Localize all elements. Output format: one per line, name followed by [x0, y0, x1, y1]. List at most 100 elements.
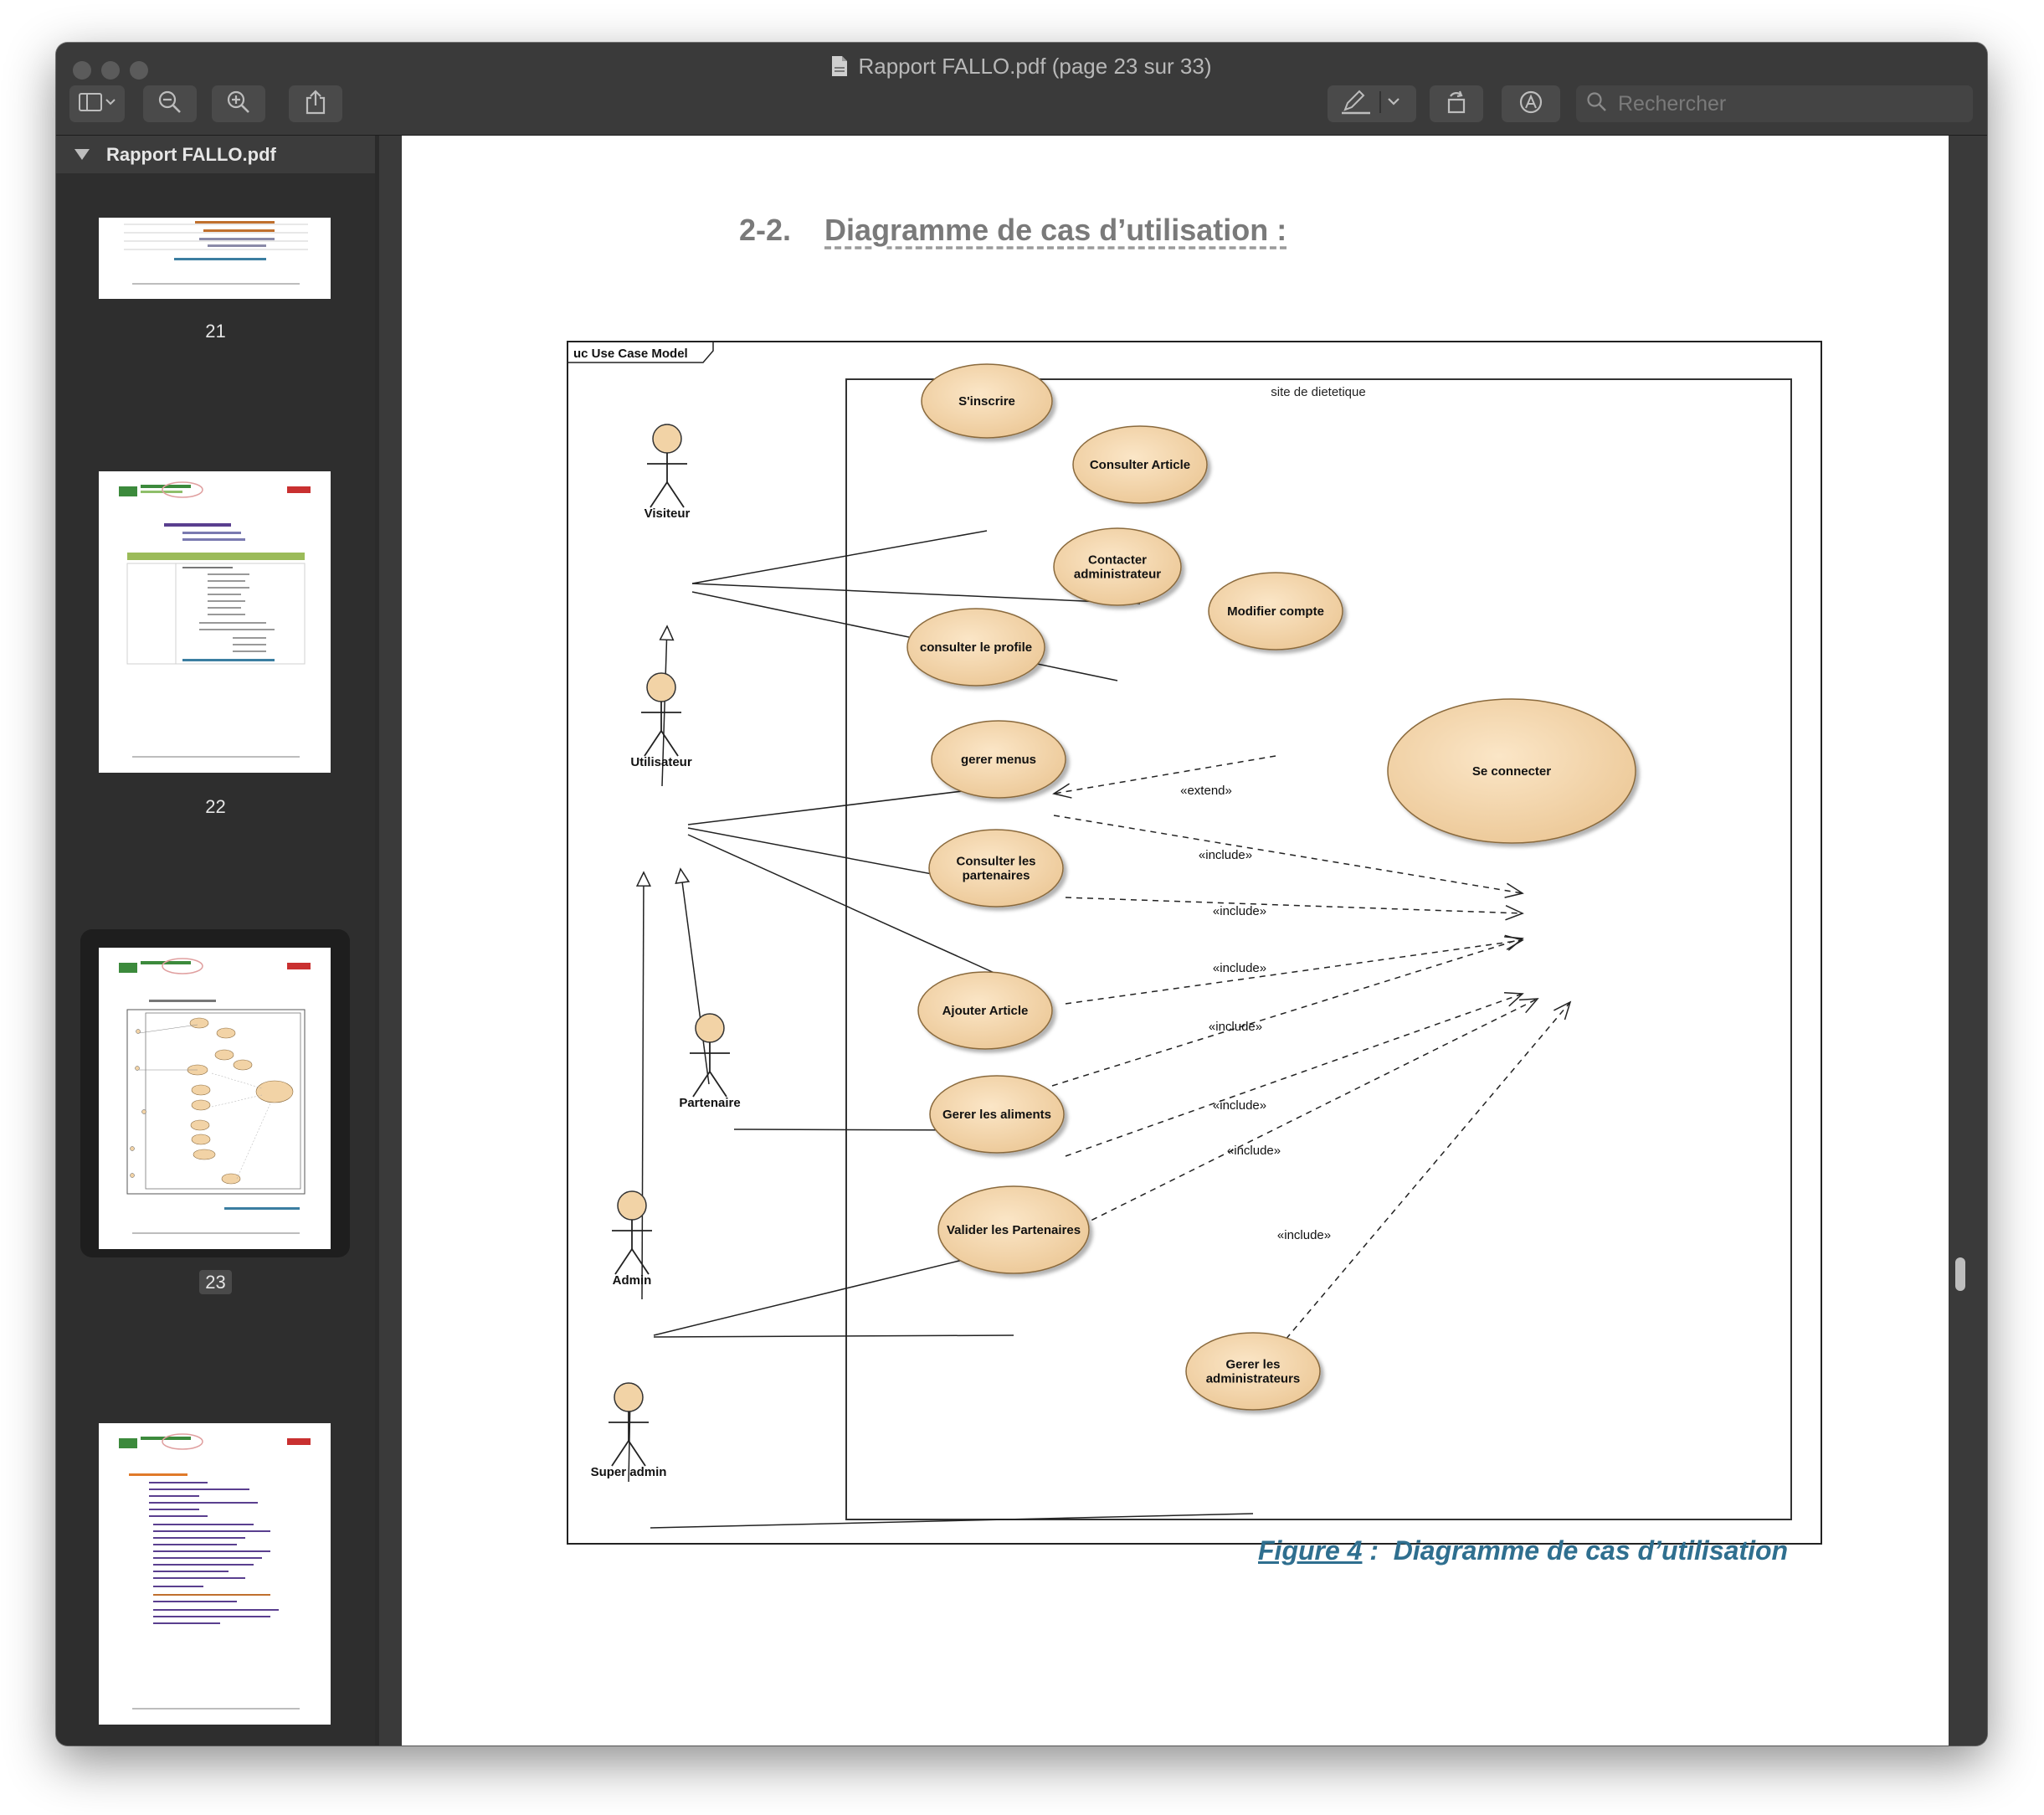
uml-frame-border	[567, 341, 1822, 1545]
actor-partenaire: Partenaire	[679, 1013, 741, 1110]
include-line	[1065, 939, 1523, 1005]
use-case-valider-partenaires: Valider les Partenaires	[937, 1185, 1090, 1274]
association-line	[653, 1334, 1014, 1338]
actor-label: Partenaire	[679, 1096, 740, 1110]
use-case-gerer-menus: gerer menus	[931, 720, 1066, 799]
use-case-label: Valider les Partenaires	[947, 1223, 1081, 1237]
page-thumbnail-22[interactable]	[99, 471, 331, 773]
search-field[interactable]	[1576, 85, 1973, 122]
include-line	[1053, 815, 1523, 894]
actor-legs	[650, 481, 685, 508]
association-line	[687, 789, 977, 825]
generalization-line	[680, 868, 710, 1085]
page-thumbnail-21[interactable]	[99, 218, 331, 299]
zoom-window-button[interactable]	[130, 61, 148, 80]
disclosure-triangle-icon[interactable]	[74, 149, 90, 160]
actor-legs	[614, 1247, 650, 1275]
page-thumbnail-23[interactable]	[99, 948, 331, 1249]
page-label-21: 21	[205, 321, 226, 342]
markup-pen-button[interactable]	[1328, 85, 1416, 122]
rotate-button[interactable]	[1430, 85, 1483, 122]
search-input[interactable]	[1616, 90, 1954, 117]
page-thumbnail-21-content	[124, 221, 308, 285]
actor-head	[617, 1190, 647, 1221]
actor-legs	[692, 1070, 727, 1098]
use-case-se-connecter: Se connecter	[1387, 698, 1636, 844]
figure-separator: :	[1362, 1535, 1394, 1566]
zoom-out-button[interactable]	[143, 85, 197, 122]
figure-label: Figure 4	[1258, 1535, 1363, 1566]
use-case-label: administrateur	[1074, 568, 1161, 582]
generalization-arrow-icon	[659, 625, 675, 641]
page-thumbnail-23-content	[119, 958, 311, 1234]
include-arrow-icon	[1518, 998, 1539, 1014]
use-case-ellipse	[1072, 425, 1208, 504]
use-case-ellipse	[929, 1075, 1065, 1154]
actor-legs	[611, 1439, 646, 1467]
use-case-ellipse	[1053, 527, 1182, 606]
include-line	[1065, 993, 1523, 1157]
include-label: «include»	[1213, 961, 1266, 975]
uml-frame-label: uc Use Case Model	[573, 347, 688, 361]
preview-window: Rapport FALLO.pdf (page 23 sur 33)	[56, 43, 1987, 1746]
use-case-ellipse	[917, 971, 1053, 1050]
use-case-ellipse	[906, 608, 1045, 686]
zoom-in-button[interactable]	[212, 85, 265, 122]
document-scrollbar[interactable]	[1955, 1257, 1965, 1291]
close-window-button[interactable]	[73, 61, 91, 80]
use-case-label: Gerer les aliments	[942, 1108, 1051, 1122]
use-case-ellipse	[937, 1185, 1090, 1274]
actor-superadmin: Super admin	[591, 1382, 666, 1479]
minimize-window-button[interactable]	[101, 61, 120, 80]
system-boundary	[845, 378, 1792, 1520]
association-line	[691, 591, 1118, 681]
zoom-out-icon	[157, 90, 182, 119]
rotate-icon	[1444, 90, 1469, 119]
page-thumbnail-24[interactable]	[99, 1423, 331, 1725]
use-case-label: Consulter Article	[1090, 458, 1190, 472]
generalization-arrow-icon	[635, 871, 651, 887]
actor-visiteur: Visiteur	[645, 424, 691, 521]
use-case-label: consulter le profile	[920, 640, 1032, 655]
search-icon	[1586, 91, 1608, 117]
include-label: «include»	[1213, 904, 1266, 918]
use-case-consulter-profile: consulter le profile	[906, 608, 1045, 686]
page-label-22: 22	[205, 796, 226, 817]
page-label-23-text: 23	[199, 1270, 232, 1294]
pdf-page: 2-2.Diagramme de cas d’utilisation : uc …	[402, 136, 1949, 1746]
extend-line	[1053, 755, 1276, 794]
use-case-ellipse	[1387, 698, 1636, 844]
use-case-ellipse	[921, 363, 1053, 439]
include-line	[1071, 998, 1538, 1231]
figure-caption: Figure 4 : Diagramme de cas d’utilisatio…	[1258, 1535, 1788, 1566]
use-case-label: S'inscrire	[958, 394, 1015, 409]
actor-head	[652, 424, 682, 454]
annotate-button[interactable]	[1502, 85, 1560, 122]
include-label: «include»	[1209, 1020, 1262, 1034]
share-button[interactable]	[289, 85, 342, 122]
zoom-in-icon	[226, 90, 251, 119]
actor-head	[646, 672, 676, 702]
association-line	[691, 530, 988, 584]
use-case-modifier-compte: Modifier compte	[1208, 572, 1343, 650]
use-case-label: Consulter les	[956, 855, 1035, 869]
include-arrow-icon	[1504, 936, 1524, 951]
association-line	[691, 583, 1141, 604]
section-title: Diagramme de cas d’utilisation :	[824, 213, 1287, 247]
association-line	[653, 1251, 998, 1336]
include-arrow-icon	[1505, 905, 1524, 921]
window-title: Rapport FALLO.pdf (page 23 sur 33)	[56, 49, 1987, 86]
actor-head	[614, 1382, 644, 1412]
use-case-ellipse	[931, 720, 1066, 799]
sidebar-toggle-button[interactable]	[69, 85, 125, 122]
page-thumbnail-22-content	[119, 481, 311, 758]
generalization-line	[661, 625, 668, 787]
actor-legs	[644, 729, 679, 757]
sidebar-file-header[interactable]: Rapport FALLO.pdf	[56, 136, 375, 173]
use-case-label: Contacter	[1088, 553, 1147, 568]
use-case-label: Ajouter Article	[942, 1004, 1029, 1018]
